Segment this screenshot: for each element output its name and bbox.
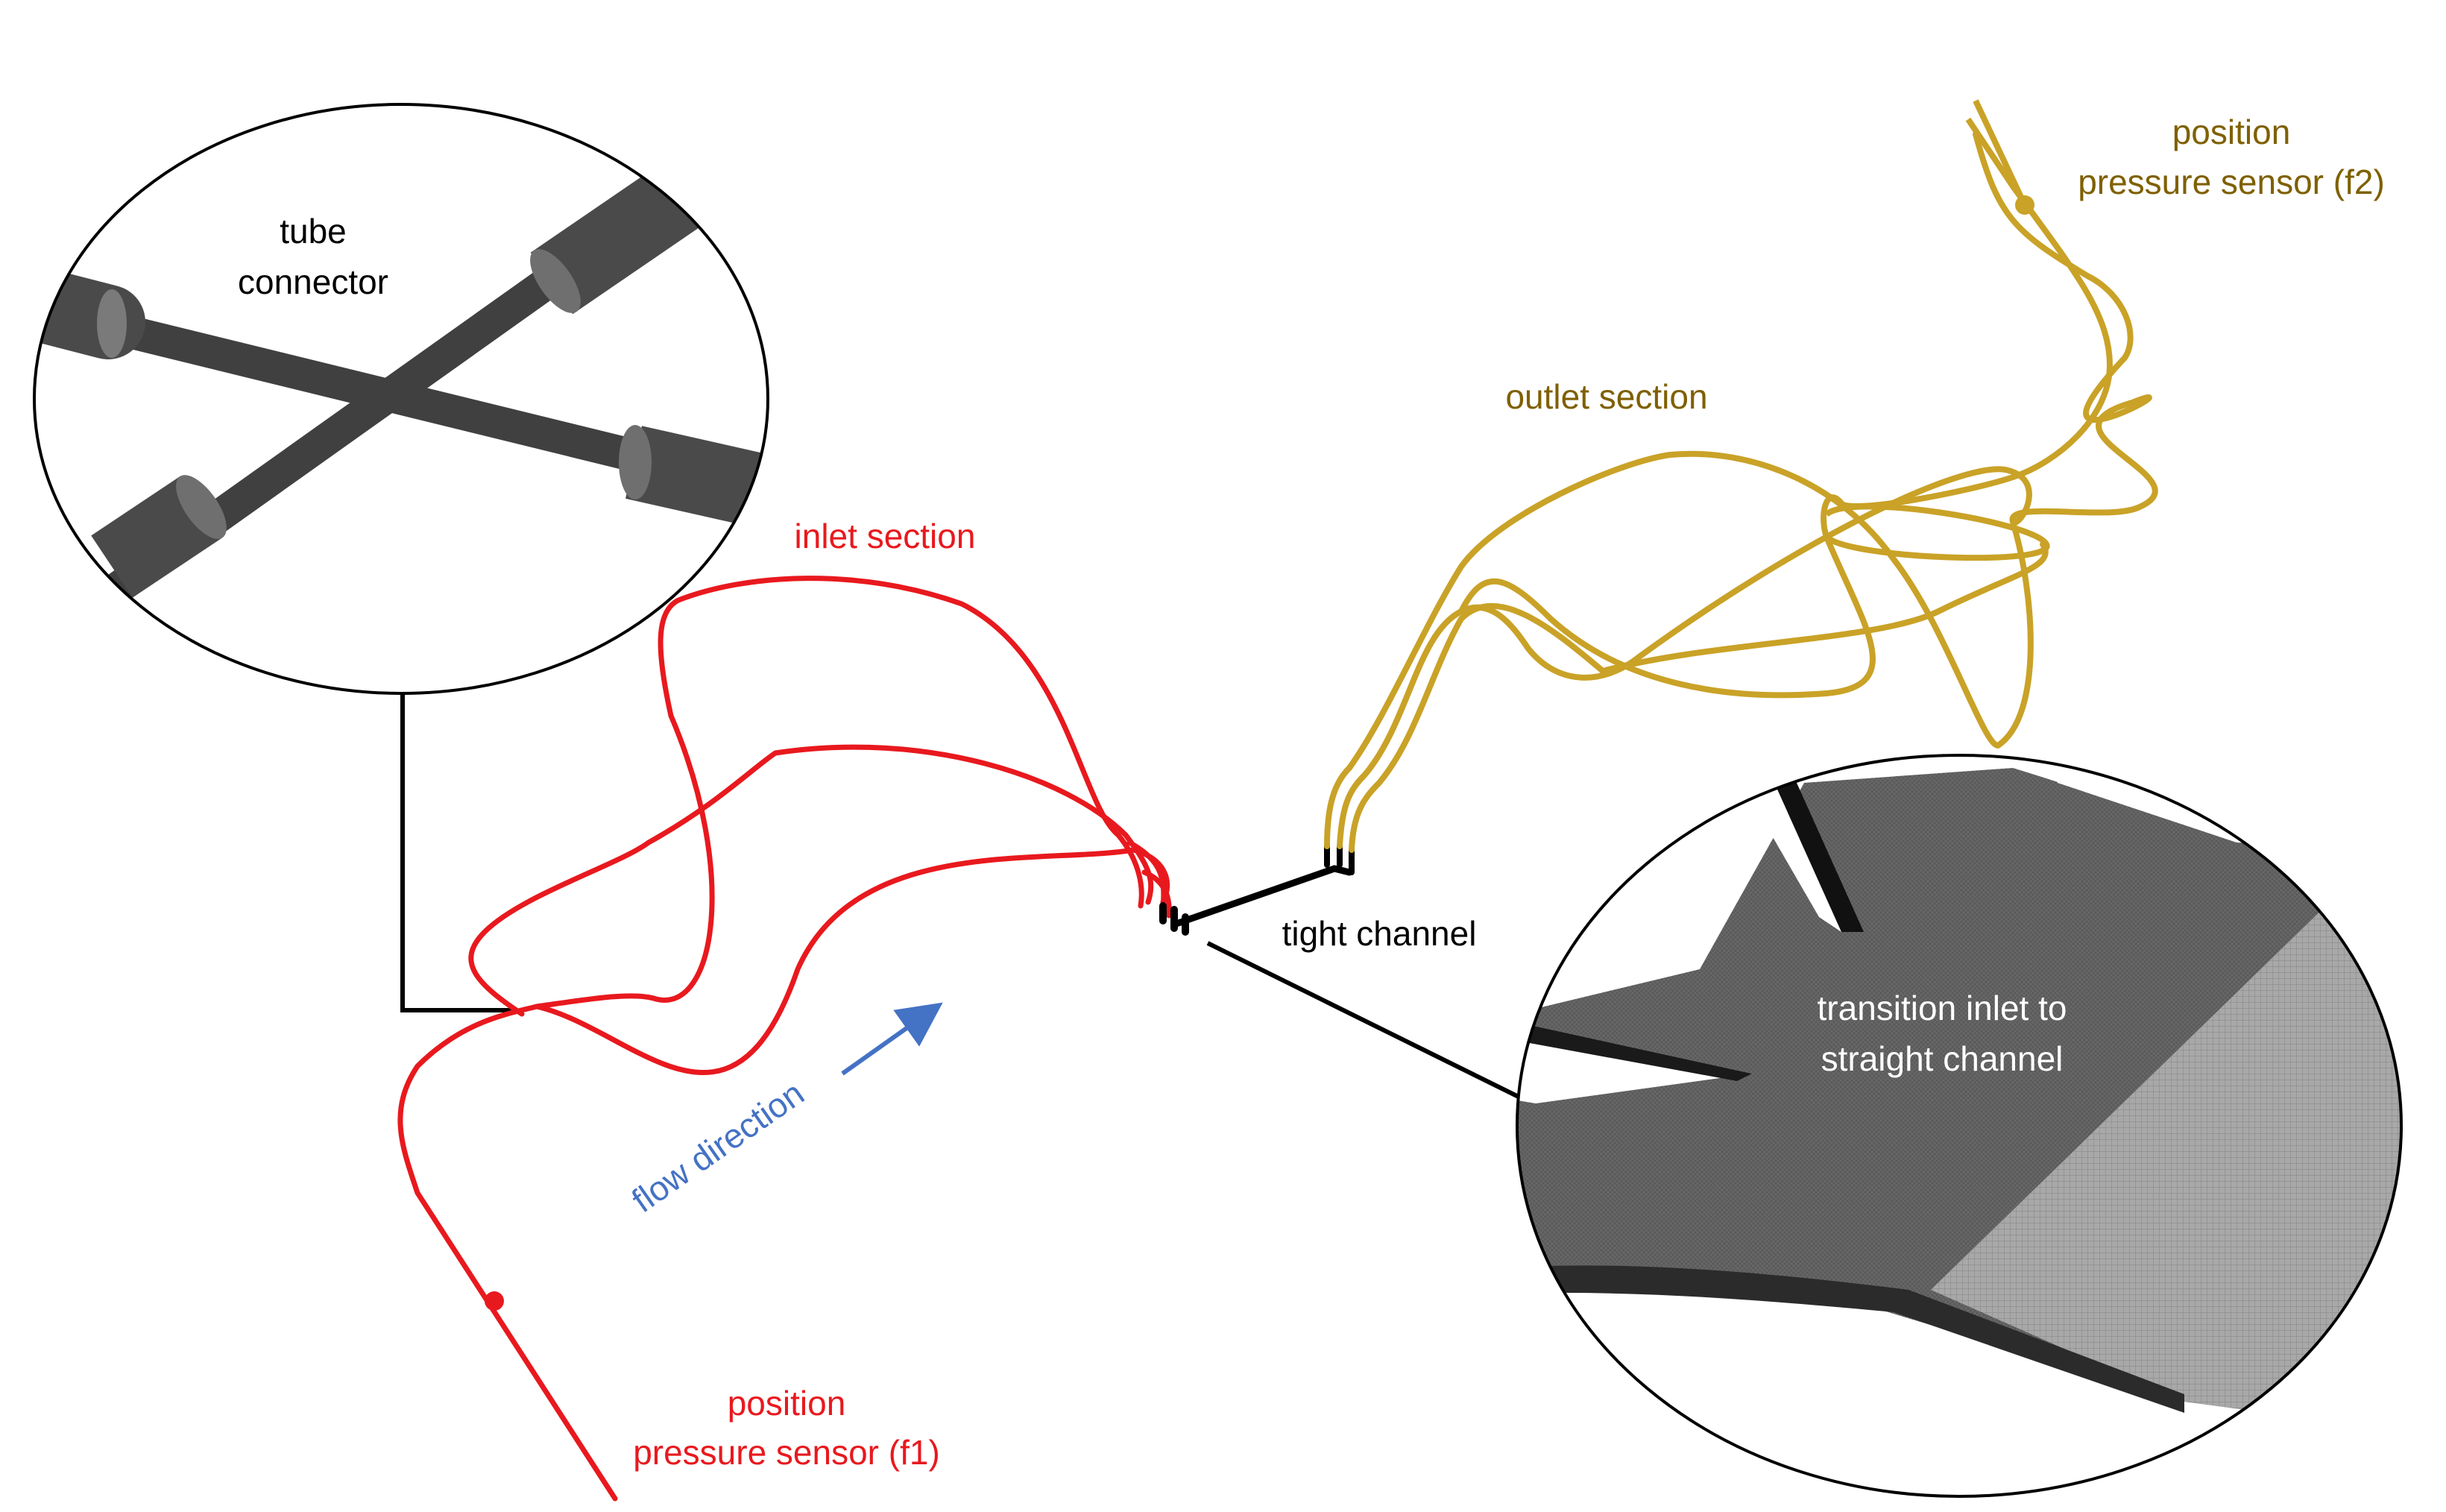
leader-line-connector [400,693,514,1012]
outlet-section-label: outlet section [1505,377,1707,416]
flow-arrow [841,1002,943,1076]
transition-inset: transition inlet to straight channel [1516,754,2403,1498]
outlet-main-loop [1458,117,2114,699]
sensor-f1-marker [485,1291,504,1311]
tube-connector-label-2: connector [238,262,388,301]
tight-channel [1159,843,1355,936]
outlet-section-tubes [1324,131,2158,853]
tube-connector-inset: tube connector [33,103,769,695]
sensor-f2-label-2: pressure sensor (f2) [2078,163,2385,201]
sensor-f1-label-1: position [728,1384,846,1423]
sensor-f1-label-2: pressure sensor (f1) [633,1433,940,1472]
transition-label-1: transition inlet to [1818,989,2067,1027]
flow-direction: flow direction [625,1002,943,1220]
leader-line-channel [1206,941,1534,1106]
tube-connector-label-1: tube [280,212,347,251]
flow-direction-label: flow direction [625,1074,811,1220]
inlet-section-label: inlet section [795,517,976,555]
transition-label-2: straight channel [1821,1039,2064,1078]
tight-channel-label: tight channel [1282,914,1477,953]
sensor-f2-label-1: position [2172,113,2291,151]
inlet-section-tubes [397,576,1172,1502]
